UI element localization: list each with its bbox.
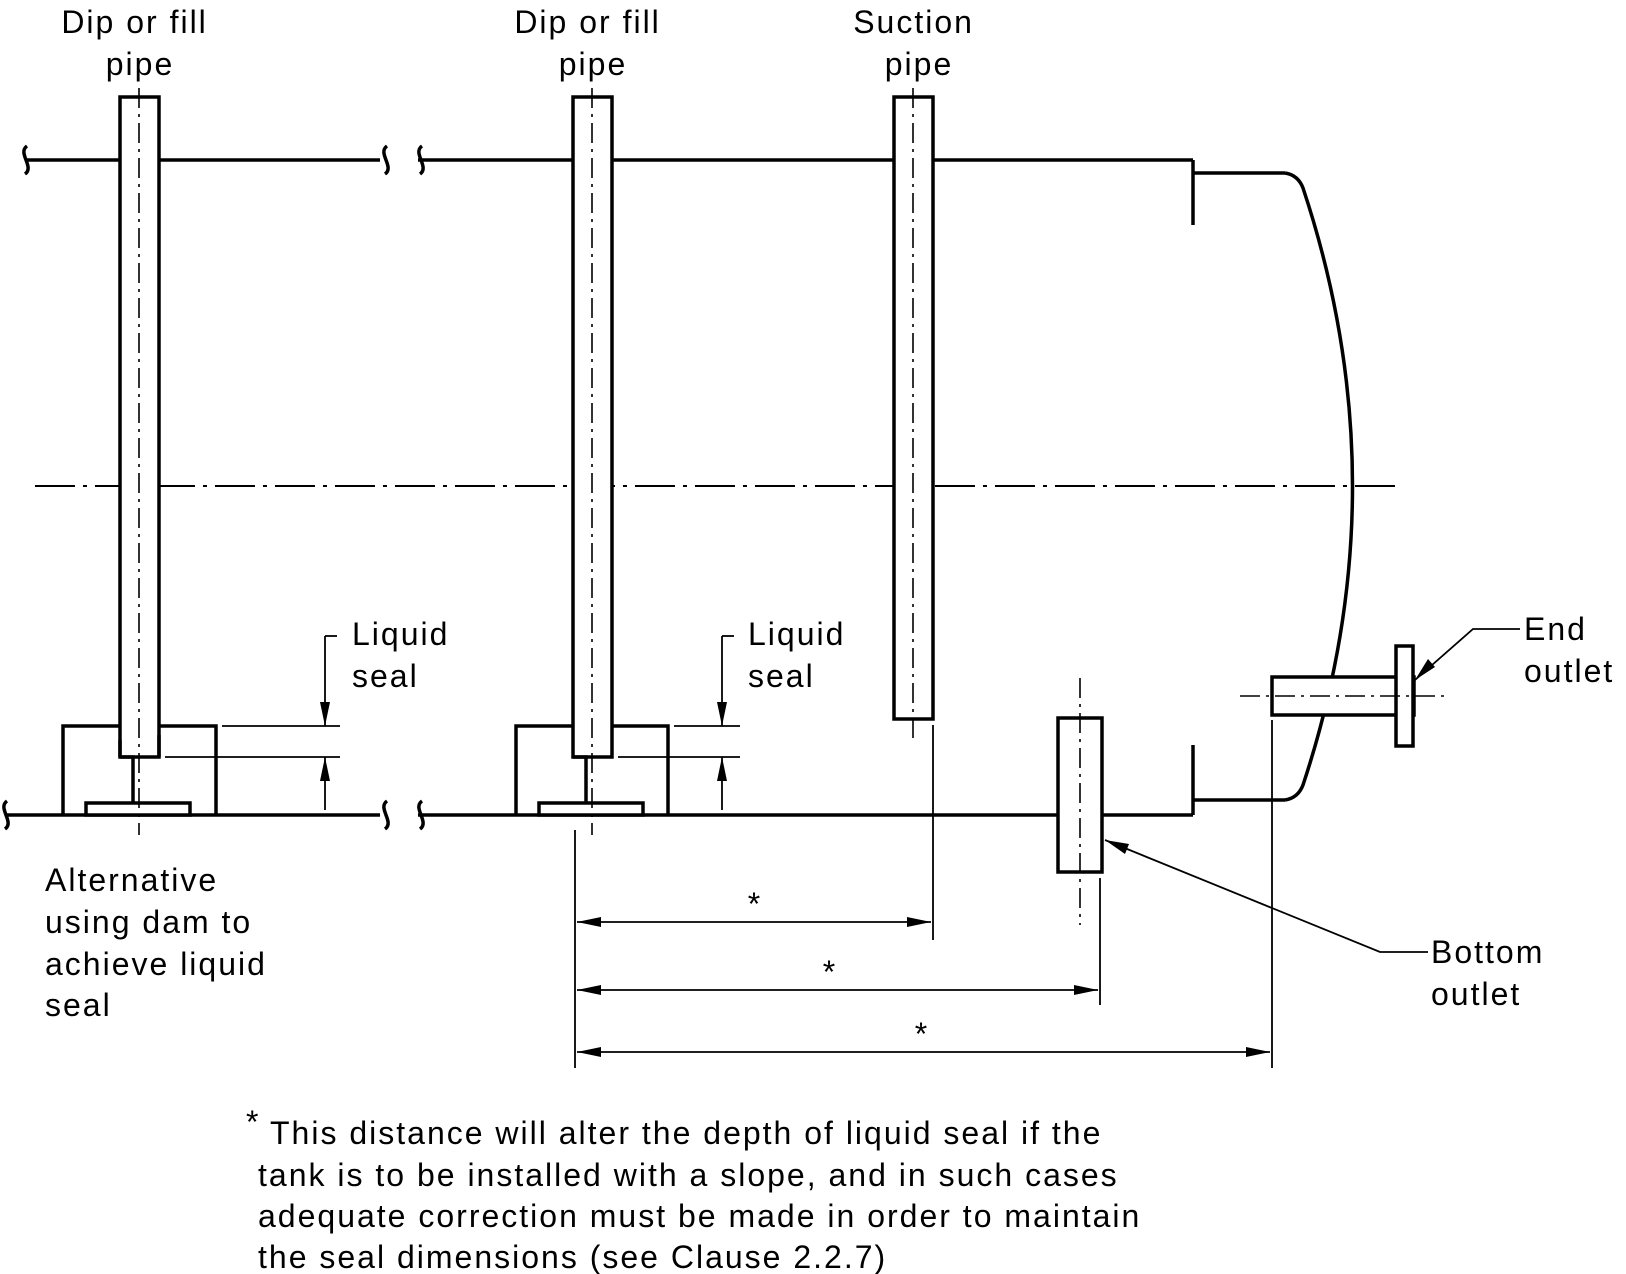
dimension-marker-bottom-outlet: * xyxy=(823,954,837,990)
break-mark-top-mid-a xyxy=(382,144,390,176)
footnote-text: This distance will alter the depth of li… xyxy=(258,1115,1152,1274)
mid-pipe-bottom-bend xyxy=(573,755,588,803)
break-mark-top-mid-b xyxy=(417,144,425,176)
left-dam-assembly xyxy=(61,88,218,835)
break-mark-bottom-mid-b xyxy=(417,799,425,831)
break-mark-top-left xyxy=(22,144,30,176)
end-outlet-assembly xyxy=(1240,644,1445,748)
liquid-seal-dimension-left xyxy=(165,635,340,810)
footnote-marker: * xyxy=(246,1104,260,1140)
liquid-seal-dimension-mid xyxy=(618,635,740,810)
label-dip-fill-pipe-left: Dip or fill pipe xyxy=(61,4,218,82)
tank-dished-end xyxy=(1191,160,1355,815)
distance-dimensions xyxy=(574,720,1273,1068)
suction-pipe-assembly xyxy=(892,88,935,742)
dimension-marker-end-outlet: * xyxy=(915,1016,929,1052)
label-bottom-outlet: Bottom outlet xyxy=(1431,934,1555,1012)
label-dip-fill-pipe-mid: Dip or fill pipe xyxy=(514,4,671,82)
left-pipe-bottom-bend xyxy=(120,755,135,803)
top-shell xyxy=(22,144,1193,176)
label-end-outlet: End outlet xyxy=(1524,611,1614,689)
left-base-plate xyxy=(84,801,192,817)
dimension-marker-suction: * xyxy=(748,886,762,922)
mid-base-plate xyxy=(537,801,645,817)
break-mark-bottom-left xyxy=(2,799,10,831)
break-mark-bottom-mid-a xyxy=(382,799,390,831)
label-liquid-seal-mid: Liquid seal xyxy=(748,616,856,694)
leader-bottom-outlet xyxy=(1104,839,1428,953)
bottom-outlet-assembly xyxy=(1056,678,1104,925)
label-suction-pipe: Suction pipe xyxy=(853,4,985,82)
mid-dam-assembly xyxy=(514,88,670,835)
leader-end-outlet xyxy=(1414,628,1520,681)
label-liquid-seal-left: Liquid seal xyxy=(352,616,460,694)
label-alternative: Alternative using dam to achieve liquid … xyxy=(45,862,278,1023)
